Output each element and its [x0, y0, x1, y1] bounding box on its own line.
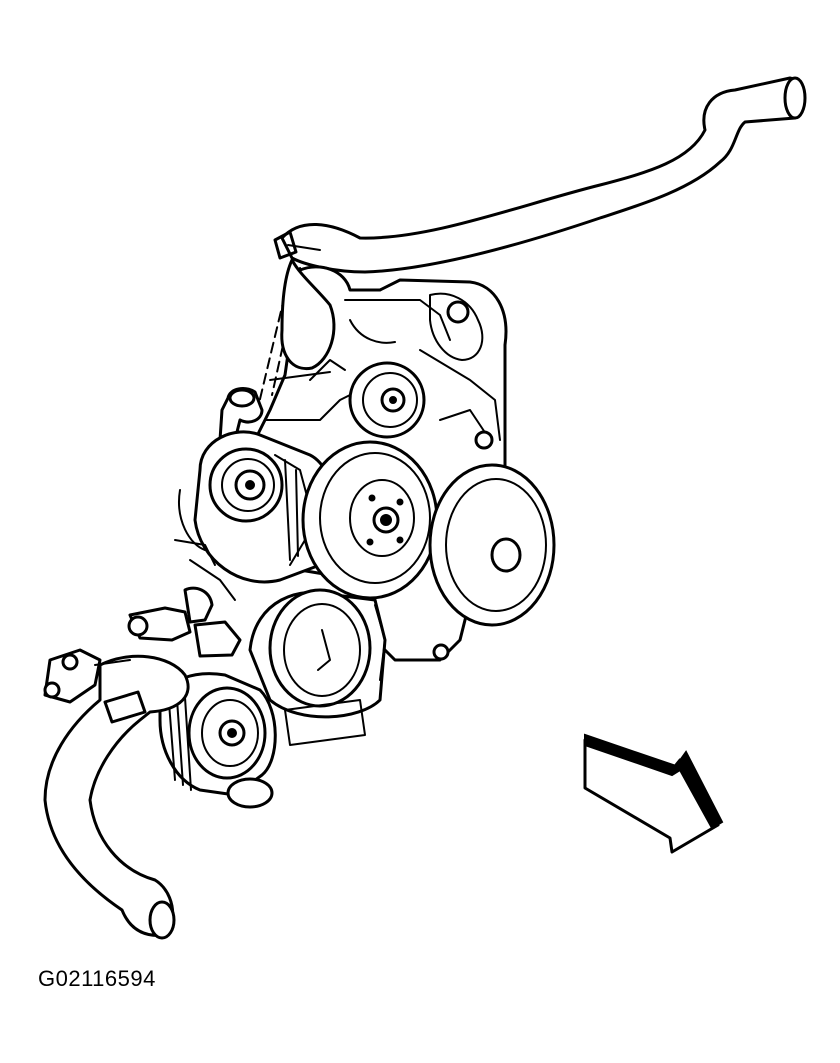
water-pump-pulley	[428, 463, 556, 627]
idler-pulley	[348, 361, 426, 439]
figure-id-label: G02116594	[38, 966, 156, 991]
lower-radiator-hose	[43, 648, 190, 940]
power-steering-reservoir	[280, 258, 336, 371]
power-steering-pump-pulley	[301, 440, 439, 600]
generator	[178, 430, 338, 584]
ac-compressor	[158, 672, 277, 809]
crankshaft-balancer	[248, 588, 387, 746]
upper-radiator-hose	[273, 76, 807, 274]
view-direction-arrow	[583, 733, 724, 854]
heater-hose	[218, 387, 264, 442]
thermostat-housing-fittings	[127, 539, 242, 658]
